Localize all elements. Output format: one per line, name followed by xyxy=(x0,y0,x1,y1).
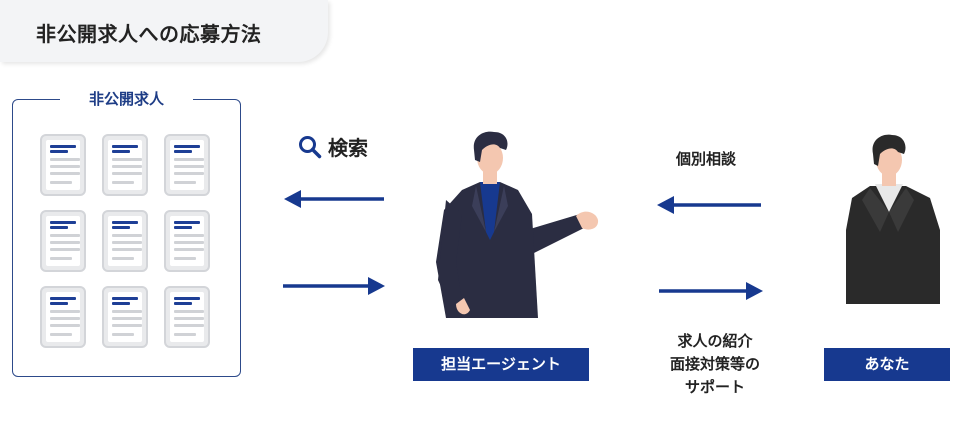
search-label-group: 検索 xyxy=(298,132,368,161)
search-icon xyxy=(299,135,322,158)
job-document-icon xyxy=(102,286,148,348)
arrow-support xyxy=(659,282,763,300)
consultation-label: 個別相談 xyxy=(676,150,737,168)
job-document-icon xyxy=(40,210,86,272)
introduction-line: 面接対策等の xyxy=(669,355,760,373)
job-document-icon xyxy=(40,286,86,348)
introduction-line: 求人の紹介 xyxy=(677,332,753,350)
job-document-icon xyxy=(164,134,210,196)
title-tab: 非公開求人への応募方法 xyxy=(0,0,328,62)
job-document-icon xyxy=(40,134,86,196)
introduction-line: サポート xyxy=(684,378,745,396)
page-title: 非公開求人への応募方法 xyxy=(36,22,262,46)
job-document-icon xyxy=(102,210,148,272)
agent-label: 担当エージェント xyxy=(413,348,589,381)
arrow-consultation xyxy=(657,196,761,214)
arrow-to-jobs xyxy=(284,190,384,208)
job-document-icon xyxy=(164,210,210,272)
arrow-to-agent xyxy=(283,277,385,295)
job-document-icon xyxy=(102,134,148,196)
jobs-box-label: 非公開求人 xyxy=(60,88,193,109)
introduction-label: 求人の紹介 面接対策等の サポート xyxy=(640,330,790,399)
job-document-icon xyxy=(164,286,210,348)
search-label: 検索 xyxy=(328,136,368,160)
you-label: あなた xyxy=(824,348,950,381)
